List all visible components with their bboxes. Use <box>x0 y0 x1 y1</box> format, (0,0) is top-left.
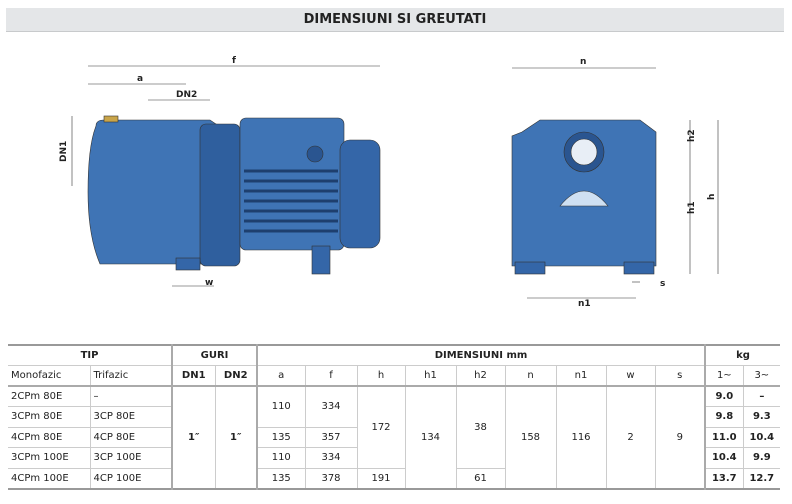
cell-trifazic: 3CP 80E <box>89 406 173 428</box>
cell-h2: 38 <box>455 385 506 469</box>
cell-kg3: 9.3 <box>742 406 781 428</box>
cell-a: 135 <box>256 467 306 489</box>
front-view-pump <box>511 119 657 275</box>
dim-label-f: f <box>232 56 236 66</box>
cell-f: 357 <box>304 426 358 448</box>
cell-f: 334 <box>304 385 358 428</box>
col-w: w <box>605 365 656 387</box>
cell-monofazic: 4CPm 80E <box>8 426 91 448</box>
col-dn2: DN2 <box>214 365 258 387</box>
cell-h2: 61 <box>455 467 506 489</box>
dim-label-a: a <box>137 74 143 84</box>
cell-kg1: 9.0 <box>704 385 744 407</box>
col-monofazic: Monofazic <box>8 365 91 387</box>
group-guri: GURI <box>171 345 258 366</box>
group-tip: TIP <box>8 345 173 366</box>
side-view-pump <box>87 115 381 275</box>
cell-dn2: 1″ <box>214 385 258 489</box>
cell-h: 172 <box>356 385 406 469</box>
group-kg: kg <box>704 345 781 366</box>
col-n1: n1 <box>555 365 607 387</box>
col-h: h <box>356 365 406 387</box>
cell-h1: 134 <box>404 385 457 489</box>
cell-n: 158 <box>504 385 557 489</box>
cell-s: 9 <box>654 385 707 489</box>
cell-monofazic: 4CPm 100E <box>8 467 91 489</box>
section-title: DIMENSIUNI SI GREUTATI <box>6 8 784 32</box>
cell-n1: 116 <box>555 385 607 489</box>
cell-a: 135 <box>256 426 306 448</box>
col-n: n <box>504 365 557 387</box>
dim-label-dn2: DN2 <box>176 90 197 100</box>
col-h2: h2 <box>455 365 506 387</box>
dim-label-n1: n1 <box>578 299 591 306</box>
cell-monofazic: 3CPm 80E <box>8 406 91 428</box>
cell-f: 378 <box>304 467 358 489</box>
cell-kg1: 10.4 <box>704 447 744 469</box>
group-dimensiuni: DIMENSIUNI mm <box>256 345 707 366</box>
cell-h: 191 <box>356 467 406 489</box>
cell-dn1: 1″ <box>171 385 216 489</box>
cell-kg3: 12.7 <box>742 467 781 489</box>
cell-kg3: – <box>742 385 781 407</box>
cell-monofazic: 3CPm 100E <box>8 447 91 469</box>
table-row: 2CPm 80E – 1″ 1″ 110 334 172 134 38 158 … <box>8 385 781 489</box>
cell-kg1: 13.7 <box>704 467 744 489</box>
table-column-header: Monofazic Trifazic DN1 DN2 a f h h1 h2 n… <box>8 365 781 387</box>
table-row: 3CPm 100E 3CP 100E 110 334 10.4 9.9 <box>8 447 781 469</box>
side-view-dimension-lines <box>71 65 380 287</box>
col-kg3: 3~ <box>742 365 781 387</box>
dim-label-h2: h2 <box>687 129 697 142</box>
cell-trifazic: 4CP 100E <box>89 467 173 489</box>
cell-a: 110 <box>256 385 306 428</box>
cell-kg1: 11.0 <box>704 426 744 448</box>
dim-label-dn1: DN1 <box>59 141 69 162</box>
col-trifazic: Trifazic <box>89 365 173 387</box>
cell-trifazic: – <box>89 385 173 407</box>
col-f: f <box>304 365 358 387</box>
cell-a: 110 <box>256 447 306 469</box>
table-group-header: TIP GURI DIMENSIUNI mm kg <box>8 345 781 366</box>
cell-kg3: 9.9 <box>742 447 781 469</box>
dim-label-s: s <box>660 279 665 289</box>
cell-f: 334 <box>304 447 358 469</box>
pump-dimension-drawing: f a DN2 DN1 w n h2 h h1 n1 s <box>59 56 719 306</box>
dim-label-h1: h1 <box>687 201 697 214</box>
cell-kg1: 9.8 <box>704 406 744 428</box>
cell-monofazic: 2CPm 80E <box>8 385 91 407</box>
dimensions-weights-table: TIP GURI DIMENSIUNI mm kg Monofazic Trif… <box>8 344 781 490</box>
cell-trifazic: 4CP 80E <box>89 426 173 448</box>
col-kg1: 1~ <box>704 365 744 387</box>
cell-trifazic: 3CP 100E <box>89 447 173 469</box>
col-a: a <box>256 365 306 387</box>
col-h1: h1 <box>404 365 457 387</box>
col-dn1: DN1 <box>171 365 216 387</box>
dim-label-w: w <box>205 278 213 288</box>
table-row: 3CPm 80E 3CP 80E 9.8 9.3 <box>8 406 781 428</box>
front-view-dimension-lines <box>512 67 719 299</box>
col-s: s <box>654 365 707 387</box>
dim-label-h: h <box>707 194 717 200</box>
dim-label-n: n <box>580 57 586 67</box>
table-row: 4CPm 100E 4CP 100E 135 378 191 61 13.7 1… <box>8 467 781 489</box>
cell-w: 2 <box>605 385 656 489</box>
cell-kg3: 10.4 <box>742 426 781 448</box>
